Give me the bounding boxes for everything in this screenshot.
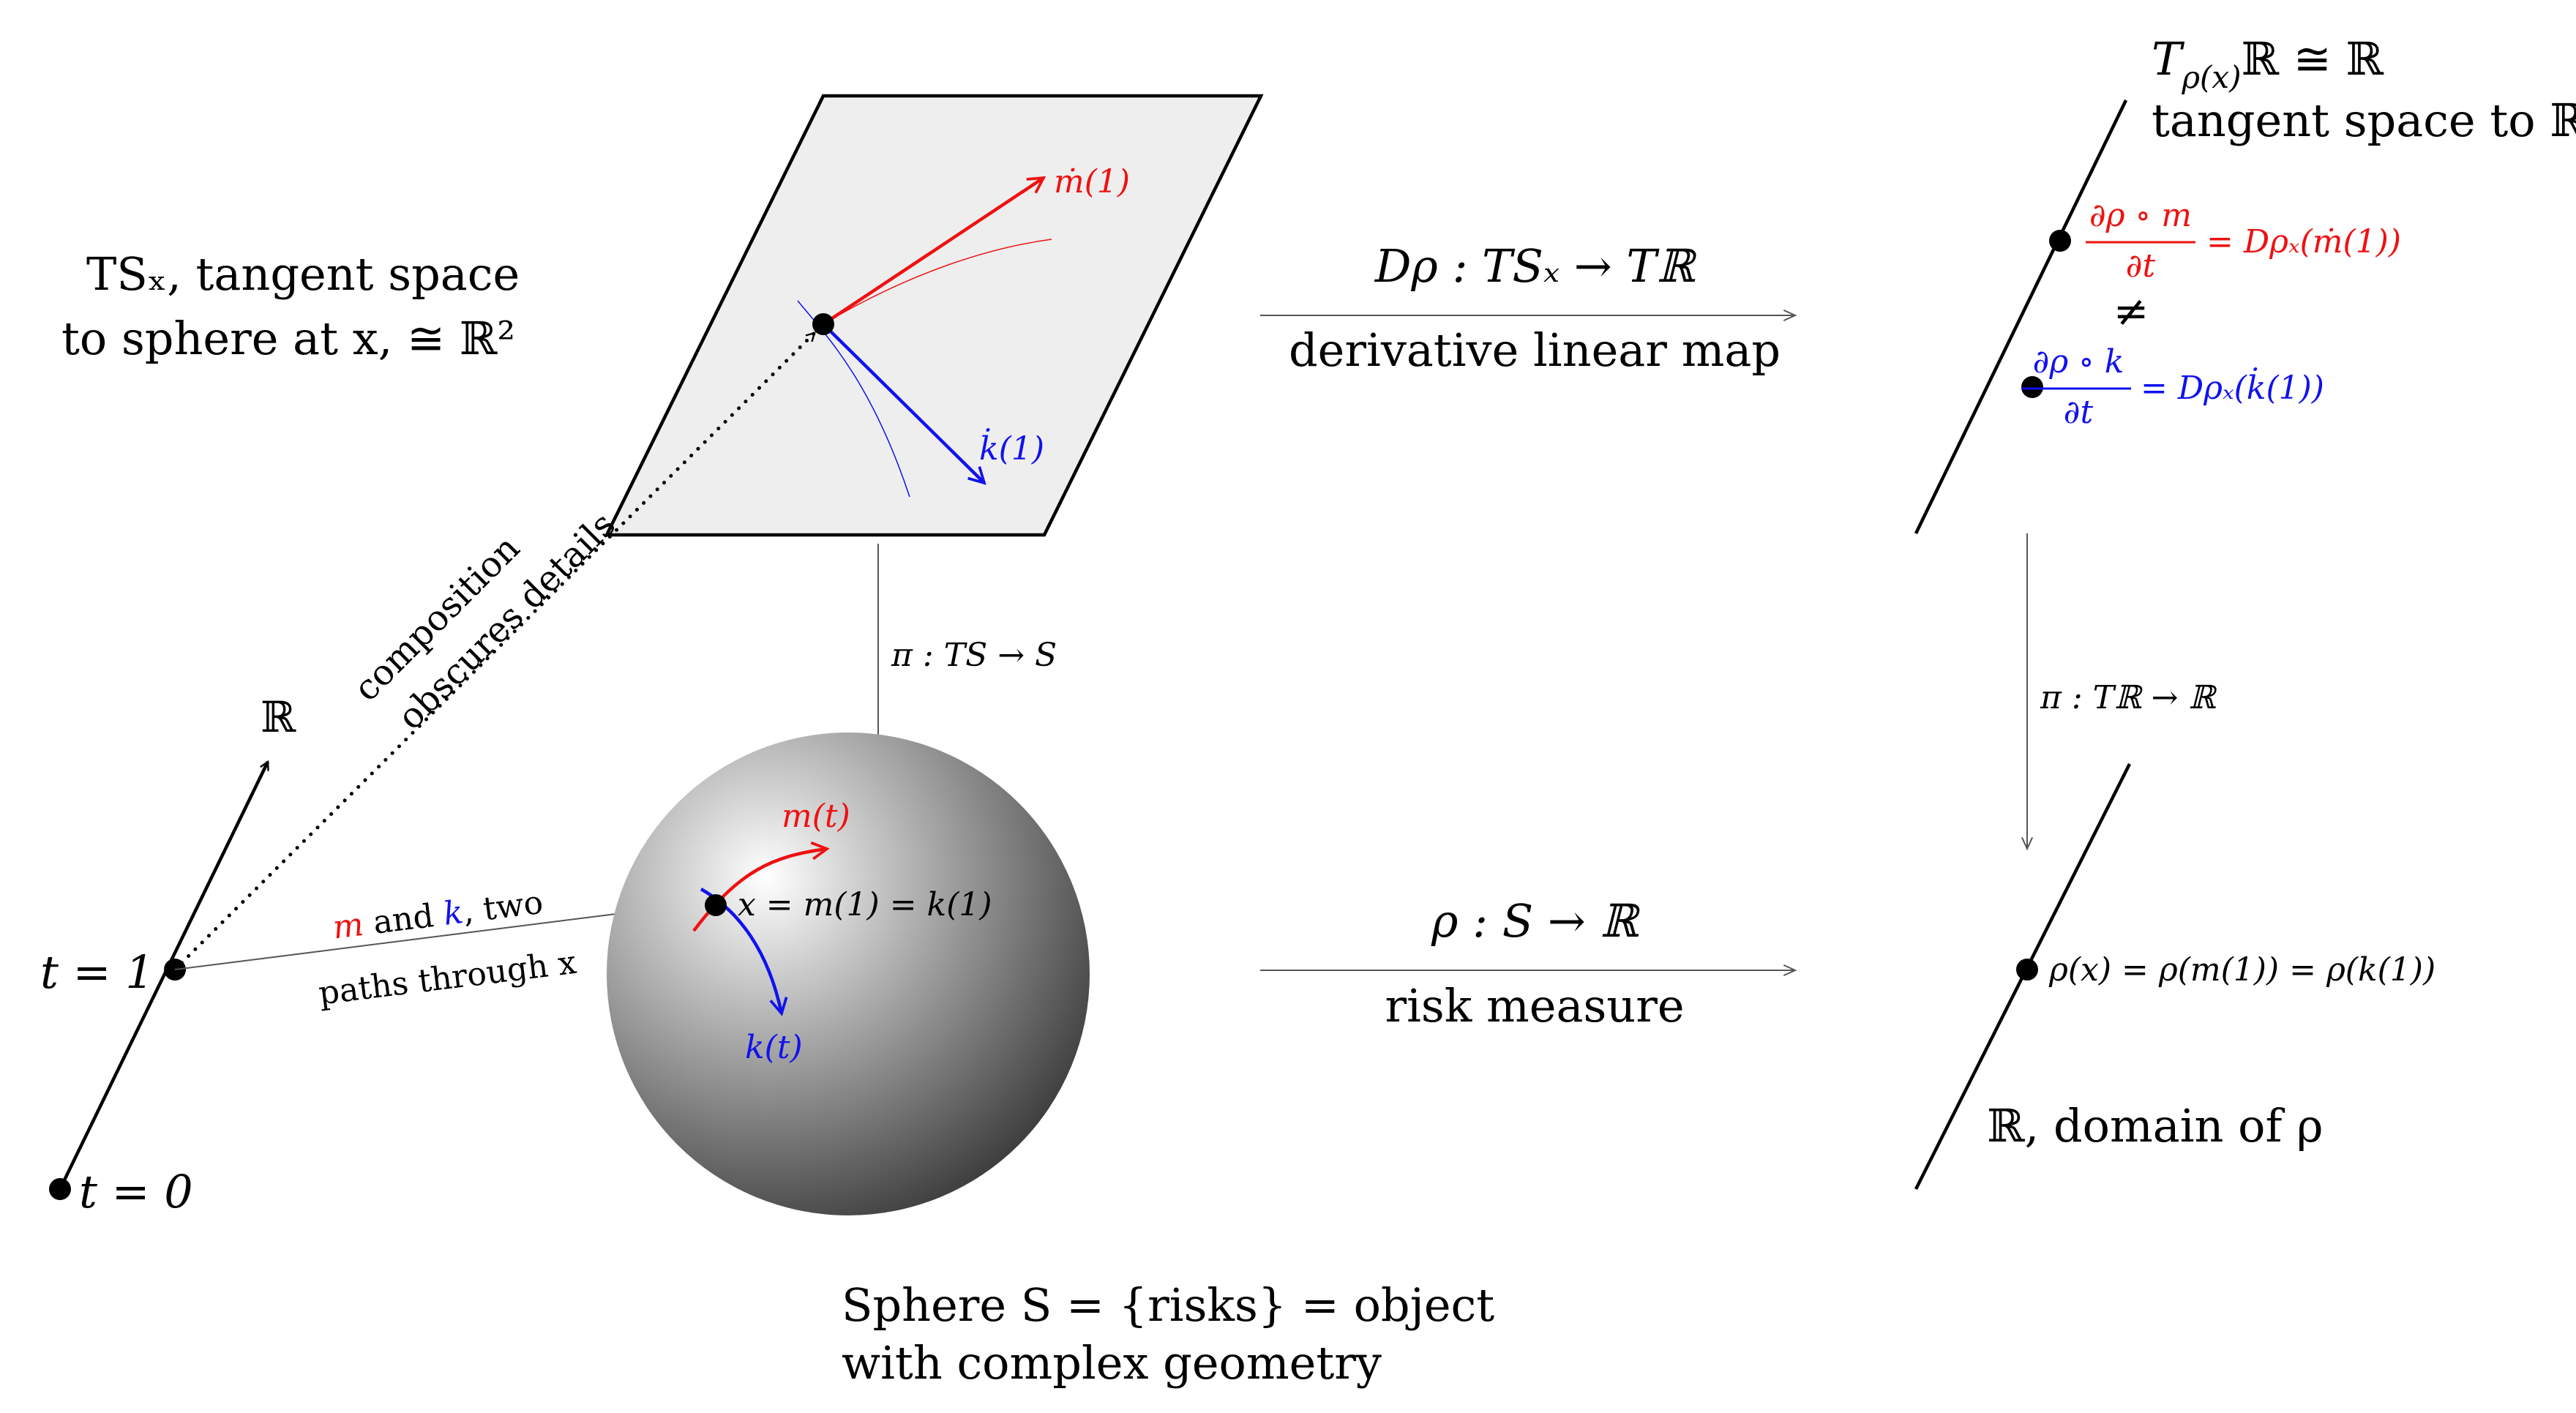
rho-map-label: ρ : S → ℝ [1431,894,1641,948]
sphere-caption-line2: with complex geometry [842,1336,1382,1390]
composition-label: composition obscures details [346,504,624,738]
tangent-r-line [1914,100,2128,534]
ts-plane-label-line2: to sphere at x, ≅ ℝ² [61,312,515,365]
t0-label: t = 0 [79,1165,193,1218]
tangent-point-m [2049,230,2071,252]
m-dot-1-label: ṁ(1) [1054,163,1130,200]
paths-label: m and k, two paths through x [317,884,579,1013]
drho-k-den: ∂t [2064,394,2094,431]
drho-m-den: ∂t [2126,247,2156,285]
paths-rest: , two [461,884,545,931]
paths-k: k [441,893,465,933]
ts-plane-label-line1: TSₓ, tangent space [86,247,520,301]
drho-m-rhs: = Dρₓ(ṁ(1)) [2206,223,2401,261]
m-dot-vector [822,178,1044,326]
t-rho-title-sub: ρ(x) [2181,59,2241,95]
paths-line1: m and k, two [331,884,545,947]
d-rho-map-label: Dρ : TSₓ → Tℝ [1374,239,1697,293]
risk-measure-label: risk measure [1385,979,1684,1032]
t0-point [49,1178,71,1200]
derivative-linear-map-label: derivative linear map [1289,323,1781,377]
plane-point-x [812,313,834,335]
r-axis-line [58,762,270,1190]
t-rho-title-base: T [2152,32,2185,86]
plane-blue-thin-curve [797,300,910,498]
m-t-label: m(t) [782,798,850,835]
t-rho-title-rest: ℝ ≅ ℝ [2242,32,2384,86]
sphere-caption-line1: Sphere S = {risks} = object [842,1278,1494,1332]
k-t-label: k(t) [745,1029,803,1066]
rho-x-point [2016,959,2038,981]
plane-red-thin-curve [823,239,1052,325]
r-axis-label: ℝ [261,692,296,742]
sphere-point-x [705,894,727,916]
rho-x-eq-label: ρ(x) = ρ(m(1)) = ρ(k(1)) [2048,951,2435,989]
x-eq-label: x = m(1) = k(1) [738,886,992,923]
sphere [607,732,1090,1215]
pi-ts-label: π : TS → S [891,637,1057,674]
tangent-space-to-r-label: tangent space to ℝ [2152,94,2576,147]
composition-dotted-line [173,331,817,972]
t1-label: t = 1 [40,945,154,999]
paths-line2: paths through x [317,944,579,1013]
k-dot-vector [822,323,984,483]
pi-tr-label: π : Tℝ → ℝ [2040,679,2217,716]
k-dot-1-label: k̇(1) [979,427,1044,468]
paths-m: m [331,906,366,947]
t-rho-title: Tρ(x)ℝ ≅ ℝ [2152,32,2384,95]
drho-k-num: ∂ρ ∘ k [2033,343,2124,381]
drho-m-num: ∂ρ ∘ m [2089,197,2192,234]
drho-k-rhs: = Dρₓ(k̇(1)) [2141,366,2324,407]
paths-and: and [361,896,446,942]
tangent-point-k [2021,376,2043,398]
not-equal-sign: ≠ [2113,286,2149,336]
tangent-plane [604,94,1264,537]
r-domain-label: ℝ, domain of ρ [1987,1099,2324,1152]
